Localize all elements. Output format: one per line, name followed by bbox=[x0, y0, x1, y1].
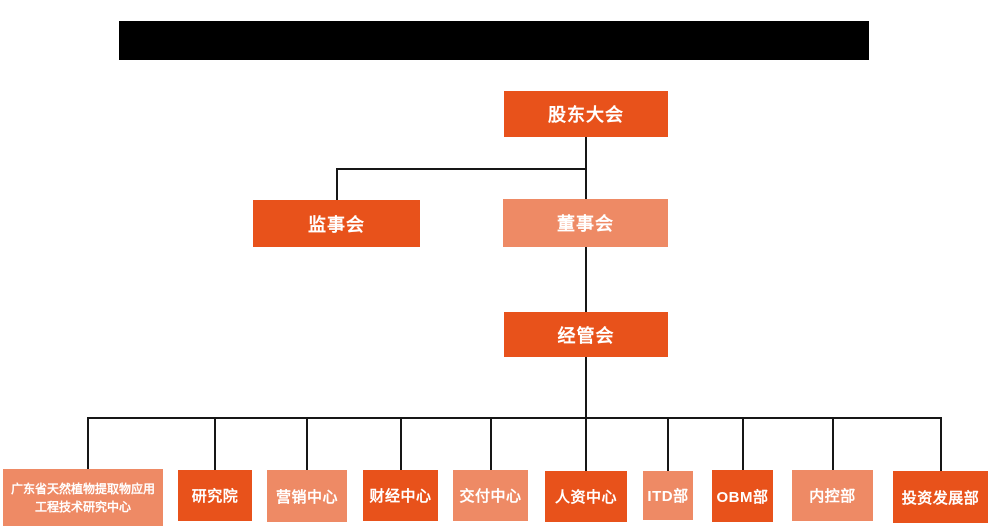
node-label: OBM部 bbox=[716, 488, 769, 506]
connector-line bbox=[940, 417, 942, 471]
connector-line bbox=[306, 417, 308, 470]
node-board-of-directors: 董事会 bbox=[503, 199, 668, 247]
node-itd-department: ITD部 bbox=[643, 471, 693, 520]
connector-line bbox=[585, 247, 587, 312]
redacted-title-bar bbox=[119, 21, 869, 60]
node-label: 内控部 bbox=[809, 488, 856, 505]
connector-line bbox=[87, 417, 942, 419]
connector-line bbox=[87, 417, 89, 470]
node-label: 董事会 bbox=[557, 214, 614, 234]
node-label: 研究院 bbox=[191, 488, 239, 505]
connector-line bbox=[667, 417, 669, 471]
connector-line bbox=[832, 417, 834, 470]
connector-line bbox=[336, 168, 587, 170]
connector-line bbox=[585, 168, 587, 199]
node-label: 广东省天然植物提取物应用工程技术研究中心 bbox=[10, 481, 155, 514]
node-label: 交付中心 bbox=[459, 488, 522, 505]
node-shareholders-meeting: 股东大会 bbox=[504, 91, 668, 137]
node-label: ITD部 bbox=[647, 488, 689, 505]
node-marketing-center: 营销中心 bbox=[267, 470, 347, 522]
connector-line bbox=[585, 357, 587, 417]
node-label: 监事会 bbox=[308, 214, 365, 235]
node-label: 人资中心 bbox=[554, 489, 617, 506]
node-supervisory-board: 监事会 bbox=[253, 200, 420, 247]
node-label: 经管会 bbox=[557, 325, 615, 346]
node-management-committee: 经管会 bbox=[504, 312, 668, 357]
node-obm-department: OBM部 bbox=[712, 470, 773, 522]
node-gd-plant-extract-research-center: 广东省天然植物提取物应用工程技术研究中心 bbox=[3, 469, 163, 526]
node-investment-development-department: 投资发展部 bbox=[893, 471, 988, 523]
node-research-institute: 研究院 bbox=[178, 470, 252, 521]
connector-line bbox=[336, 168, 338, 200]
node-label: 投资发展部 bbox=[901, 489, 980, 507]
node-label: 股东大会 bbox=[548, 105, 624, 125]
connector-line bbox=[490, 417, 492, 470]
node-internal-control-department: 内控部 bbox=[792, 470, 873, 521]
node-label: 营销中心 bbox=[275, 488, 338, 506]
connector-line bbox=[585, 417, 587, 471]
node-finance-center: 财经中心 bbox=[363, 470, 438, 521]
node-label: 财经中心 bbox=[369, 488, 432, 505]
node-delivery-center: 交付中心 bbox=[453, 470, 528, 521]
connector-line bbox=[214, 417, 216, 470]
connector-line bbox=[742, 417, 744, 470]
connector-line bbox=[585, 137, 587, 170]
connector-line bbox=[400, 417, 402, 470]
node-hr-center: 人资中心 bbox=[545, 471, 627, 522]
